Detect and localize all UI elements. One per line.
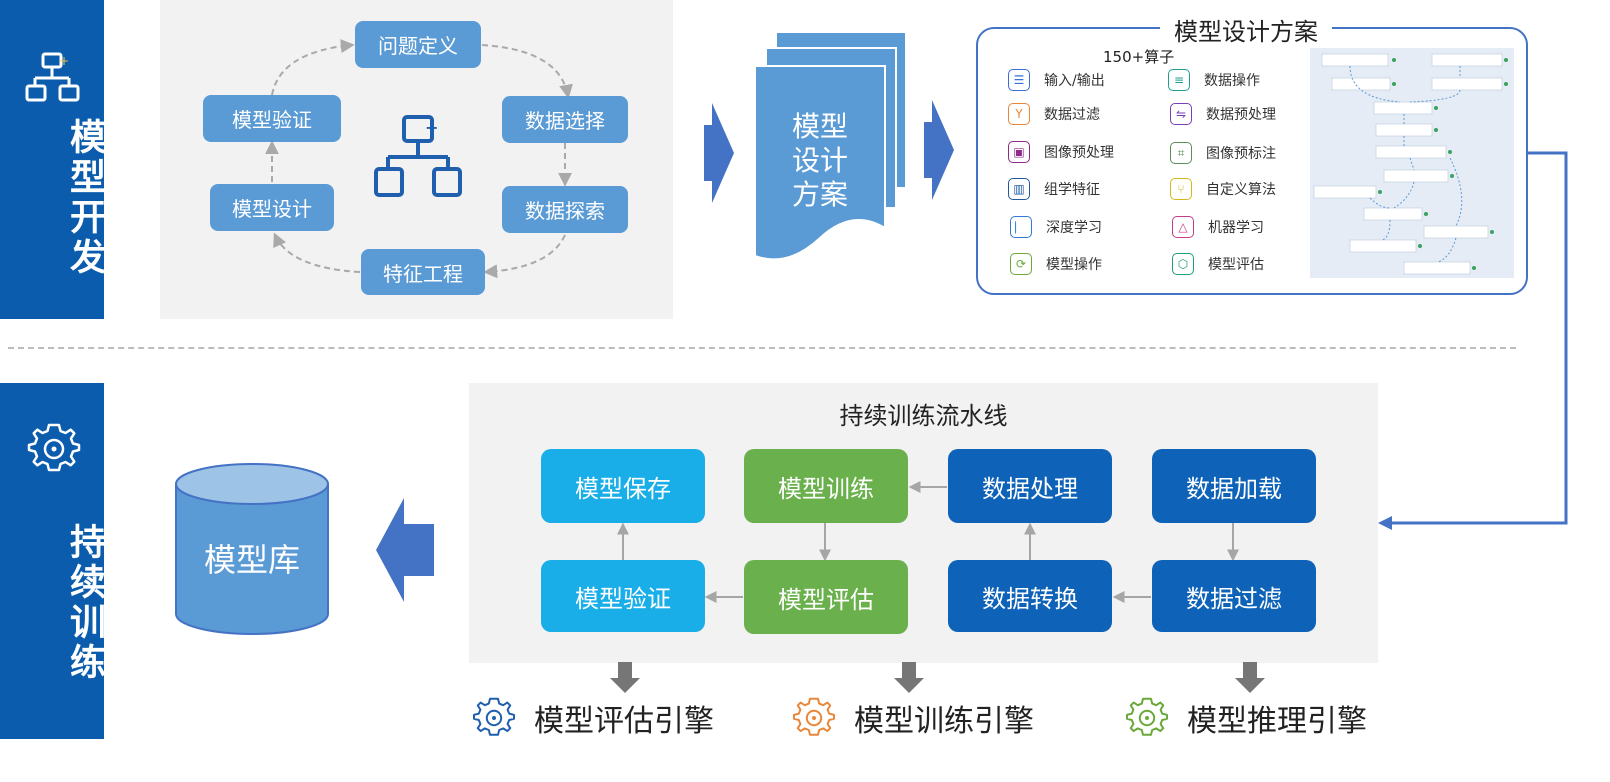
operator-item: ⇋ 数据预处理 [1170, 103, 1276, 125]
operator-label: 模型评估 [1208, 257, 1264, 273]
operator-item: △ 机器学习 [1172, 216, 1264, 238]
cycle-model-validation: 模型验证 [203, 95, 341, 142]
org-chart-icon: + [25, 52, 80, 102]
operator-label: 输入/输出 [1044, 73, 1105, 89]
workflow-preview [1310, 48, 1514, 278]
operator-label: 自定义算法 [1206, 182, 1276, 198]
operator-item: ▣ 图像预处理 [1008, 141, 1114, 163]
section-band-continuous-training: 持续训练 [0, 383, 105, 739]
operator-label: 模型操作 [1046, 257, 1102, 273]
database-icon: ≡ [1168, 69, 1190, 91]
operator-item: ⟳ 模型操作 [1010, 253, 1102, 275]
engine-label: 模型训练引擎 [854, 704, 1034, 739]
image-icon: ▣ [1008, 141, 1030, 163]
engine-label: 模型推理引擎 [1187, 704, 1367, 739]
design-plan-title: 模型设计方案 [1160, 12, 1332, 47]
gear-icon [27, 423, 81, 472]
engine-item: 模型推理引擎 [1123, 694, 1367, 742]
engine-down-arrows [610, 662, 1265, 693]
model-eval-icon: ⬡ [1172, 253, 1194, 275]
operator-label: 深度学习 [1046, 220, 1102, 236]
center-org-icon: + [374, 115, 462, 197]
pipeline-data-filter: 数据过滤 [1152, 560, 1316, 632]
operator-item: Y 数据过滤 [1008, 103, 1100, 125]
pipeline-model-save: 模型保存 [541, 449, 705, 523]
model-op-icon: ⟳ [1010, 253, 1032, 275]
annotate-icon: ⌗ [1170, 142, 1192, 164]
operator-label: 图像预标注 [1206, 146, 1276, 162]
preprocess-icon: ⇋ [1170, 103, 1192, 125]
pipeline-model-evaluation: 模型评估 [744, 560, 908, 634]
operator-label: 图像预处理 [1044, 145, 1114, 161]
omics-icon: ▥ [1008, 178, 1030, 200]
operator-label: 数据操作 [1204, 73, 1260, 89]
right-arrow-2 [924, 100, 954, 200]
engine-label: 模型评估引擎 [534, 704, 714, 739]
machine-learning-icon: △ [1172, 216, 1194, 238]
pipeline-arrows [617, 481, 1239, 603]
section-band-model-dev: + 模型开发 [0, 0, 105, 319]
operator-item: ⎸ 深度学习 [1010, 216, 1102, 238]
io-icon: ☰ [1008, 69, 1030, 91]
operator-count: 150+算子 [1103, 48, 1175, 66]
cycle-data-exploration: 数据探索 [502, 186, 628, 233]
svg-text:+: + [425, 118, 438, 137]
svg-text:+: + [59, 54, 69, 68]
operator-item: ▥ 组学特征 [1008, 178, 1100, 200]
model-repo-label: 模型库 [203, 541, 300, 579]
pipeline-title: 持续训练流水线 [839, 402, 1008, 430]
pipeline-data-processing: 数据处理 [948, 449, 1112, 523]
operator-label: 数据预处理 [1206, 107, 1276, 123]
operator-label: 数据过滤 [1044, 107, 1100, 123]
custom-algo-icon: ⑂ [1170, 178, 1192, 200]
operator-item: ⬡ 模型评估 [1172, 253, 1264, 275]
engine-item: 模型训练引擎 [790, 694, 1034, 742]
section-divider [8, 347, 1516, 349]
cycle-arrows [265, 39, 573, 279]
pipeline-model-train: 模型训练 [744, 449, 908, 523]
operator-item: ⌗ 图像预标注 [1170, 142, 1276, 164]
filter-icon: Y [1008, 103, 1030, 125]
operator-item: ☰ 输入/输出 [1008, 69, 1105, 91]
document-stack-label: 模型 设计 方案 [791, 110, 848, 211]
deep-learning-icon: ⎸ [1010, 216, 1032, 238]
document-stack [754, 31, 907, 261]
operator-item: ≡ 数据操作 [1168, 69, 1260, 91]
operator-label: 组学特征 [1044, 182, 1100, 198]
section-title-model-dev: 模型开发 [64, 118, 105, 278]
engine-item: 模型评估引擎 [470, 694, 714, 742]
pipeline-model-validation: 模型验证 [541, 560, 705, 632]
left-arrow [376, 498, 434, 602]
pipeline-data-loading: 数据加载 [1152, 449, 1316, 523]
section-title-continuous-training: 持续训练 [64, 523, 105, 683]
gear-icon [1126, 697, 1168, 736]
plan-to-pipeline-connector [1378, 151, 1568, 530]
operator-label: 机器学习 [1208, 220, 1264, 236]
gear-icon [473, 697, 515, 736]
cycle-data-selection: 数据选择 [502, 96, 628, 143]
right-arrow-1 [704, 103, 734, 203]
cycle-model-design: 模型设计 [210, 184, 334, 231]
database-cylinder [175, 463, 329, 635]
gear-icon [793, 697, 835, 736]
pipeline-data-transform: 数据转换 [948, 560, 1112, 632]
cycle-feature-engineering: 特征工程 [361, 249, 485, 295]
operator-item: ⑂ 自定义算法 [1170, 178, 1276, 200]
cycle-problem-definition: 问题定义 [355, 21, 481, 68]
